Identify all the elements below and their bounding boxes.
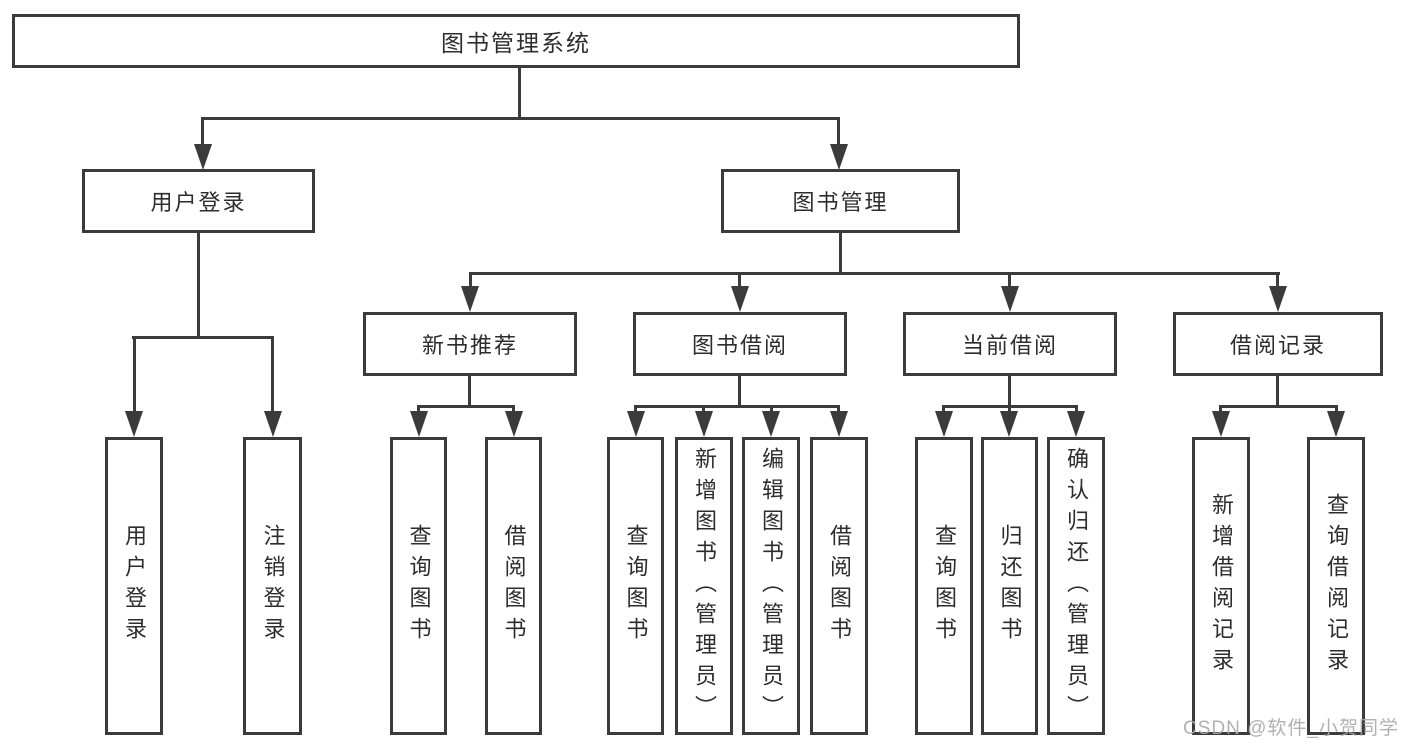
node-book-borrowing-label: 图书借阅 — [691, 333, 788, 358]
leaf-confirm-return-admin: 确认归还（管理员） — [1047, 437, 1105, 735]
connector-book-mgmt-bracket — [469, 272, 1280, 275]
leaf-return-books-label: 归还图书 — [997, 524, 1023, 648]
connector-root-arm-right — [837, 117, 840, 148]
connector-book-mgmt-arm — [1276, 272, 1279, 288]
connector-book-mgmt-stem — [839, 233, 842, 272]
arrowhead-icon — [125, 411, 143, 437]
leaf-query-books-current-label: 查询图书 — [932, 524, 957, 648]
leaf-edit-books-admin: 编辑图书（管理员） — [742, 437, 800, 735]
node-book-management: 图书管理 — [721, 169, 960, 233]
leaf-logout-label: 注销登录 — [260, 524, 286, 648]
connector-book-mgmt-arm — [1008, 272, 1011, 288]
arrowhead-icon — [264, 411, 282, 437]
connector-root-stem — [518, 68, 521, 117]
leaf-user-login-label: 用户登录 — [122, 524, 147, 648]
arrowhead-icon — [410, 411, 428, 437]
connector-borrowing-arm — [770, 405, 773, 414]
connector-recommend-stem — [468, 376, 471, 406]
leaf-user-login: 用户登录 — [105, 437, 163, 735]
leaf-query-books-borrowing-label: 查询图书 — [623, 524, 649, 648]
node-root-label: 图书管理系统 — [441, 30, 591, 56]
node-root-system: 图书管理系统 — [12, 14, 1020, 68]
leaf-add-books-admin-label: 新增图书（管理员） — [692, 446, 717, 726]
node-user-login-label: 用户登录 — [150, 190, 247, 215]
arrowhead-icon — [830, 144, 848, 170]
leaf-query-books-recommend: 查询图书 — [390, 437, 447, 735]
connector-root-bracket — [201, 117, 840, 120]
connector-records-stem — [1276, 376, 1279, 406]
arrowhead-icon — [935, 411, 953, 437]
connector-book-mgmt-arm — [738, 272, 741, 288]
connector-user-login-arm — [271, 336, 274, 413]
leaf-borrow-books-borrowing: 借阅图书 — [810, 437, 868, 735]
leaf-borrow-books-recommend: 借阅图书 — [485, 437, 542, 735]
leaf-confirm-return-admin-label: 确认归还（管理员） — [1064, 446, 1089, 726]
arrowhead-icon — [461, 286, 479, 312]
node-new-book-recommend-label: 新书推荐 — [421, 333, 518, 358]
arrowhead-icon — [194, 144, 212, 170]
connector-current-arm — [942, 405, 945, 414]
node-current-borrowing: 当前借阅 — [903, 312, 1117, 376]
node-book-management-label: 图书管理 — [792, 190, 889, 215]
connector-root-arm-left — [201, 117, 204, 148]
arrowhead-icon — [1327, 411, 1345, 437]
connector-records-bracket — [1219, 405, 1337, 408]
arrowhead-icon — [1000, 411, 1018, 437]
leaf-return-books: 归还图书 — [981, 437, 1038, 735]
leaf-borrow-books-borrowing-label: 借阅图书 — [827, 524, 852, 648]
arrowhead-icon — [731, 286, 749, 312]
connector-borrowing-arm — [702, 405, 705, 414]
connector-recommend-bracket — [417, 405, 515, 408]
leaf-add-borrow-record-label: 新增借阅记录 — [1209, 493, 1234, 679]
connector-records-arm — [1219, 405, 1222, 414]
leaf-query-borrow-record: 查询借阅记录 — [1307, 437, 1365, 735]
leaf-query-books-current: 查询图书 — [915, 437, 973, 735]
node-new-book-recommend: 新书推荐 — [363, 312, 577, 376]
leaf-borrow-books-recommend-label: 借阅图书 — [501, 524, 527, 648]
arrowhead-icon — [762, 411, 780, 437]
node-user-login: 用户登录 — [82, 169, 315, 233]
arrowhead-icon — [830, 411, 848, 437]
arrowhead-icon — [1067, 411, 1085, 437]
connector-borrowing-arm — [634, 405, 637, 414]
connector-book-mgmt-arm — [469, 272, 472, 288]
leaf-query-books-recommend-label: 查询图书 — [406, 524, 432, 648]
leaf-edit-books-admin-label: 编辑图书（管理员） — [759, 446, 784, 726]
arrowhead-icon — [695, 411, 713, 437]
connector-recommend-arm — [417, 405, 420, 414]
arrowhead-icon — [1212, 411, 1230, 437]
leaf-add-books-admin: 新增图书（管理员） — [675, 437, 733, 735]
arrowhead-icon — [1269, 286, 1287, 312]
connector-user-login-bracket — [132, 336, 274, 339]
node-current-borrowing-label: 当前借阅 — [961, 333, 1058, 358]
connector-recommend-arm — [512, 405, 515, 414]
connector-user-login-arm — [133, 336, 136, 413]
connector-borrowing-stem — [738, 376, 741, 406]
connector-borrowing-bracket — [634, 405, 840, 408]
arrowhead-icon — [627, 411, 645, 437]
leaf-query-borrow-record-label: 查询借阅记录 — [1324, 493, 1349, 679]
connector-borrowing-arm — [837, 405, 840, 414]
leaf-logout: 注销登录 — [243, 437, 302, 735]
leaf-query-books-borrowing: 查询图书 — [607, 437, 664, 735]
node-borrowing-records-label: 借阅记录 — [1229, 333, 1326, 358]
connector-current-arm — [1008, 405, 1011, 414]
connector-records-arm — [1335, 405, 1338, 414]
node-book-borrowing: 图书借阅 — [633, 312, 847, 376]
connector-current-stem — [1008, 376, 1011, 406]
arrowhead-icon — [505, 411, 523, 437]
leaf-add-borrow-record: 新增借阅记录 — [1192, 437, 1250, 735]
connector-user-login-stem — [197, 233, 200, 336]
connector-current-arm — [1075, 405, 1078, 414]
csdn-watermark: CSDN @软件_小贺同学 — [1183, 718, 1399, 739]
arrowhead-icon — [1001, 286, 1019, 312]
node-borrowing-records: 借阅记录 — [1173, 312, 1383, 376]
